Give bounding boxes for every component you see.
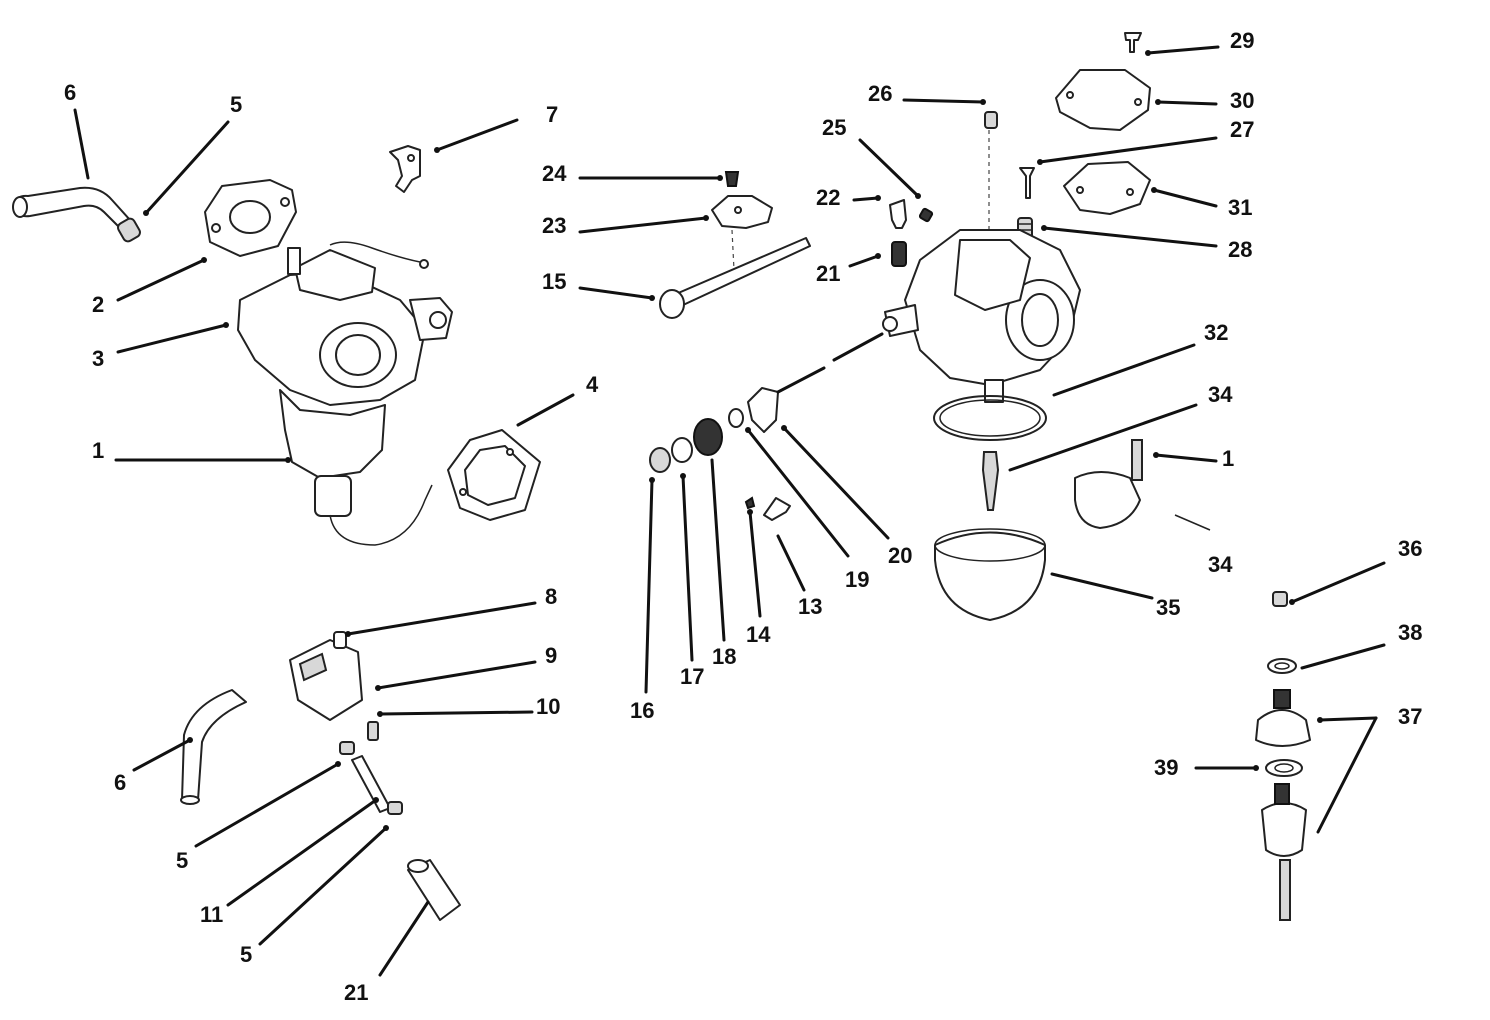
part-throttle-shaft	[659, 229, 811, 319]
callout-39: 39	[1154, 755, 1178, 780]
callout-21: 21	[344, 980, 368, 1005]
part-fuel-hose-upper	[12, 186, 131, 233]
leader-lines	[73, 45, 1386, 977]
callout-38: 38	[1398, 620, 1422, 645]
part-screw-24	[724, 171, 740, 187]
part-float-pin-34	[981, 451, 1000, 511]
callout-2: 2	[92, 292, 104, 317]
callout-20: 20	[888, 543, 912, 568]
callout-13: 13	[798, 594, 822, 619]
part-clip-13	[763, 497, 791, 521]
callout-5: 5	[176, 848, 188, 873]
callout-34: 34	[1208, 382, 1233, 407]
part-fuel-hose-lower	[180, 689, 247, 805]
part-bracket	[389, 145, 421, 193]
part-nut-25	[918, 207, 934, 223]
callout-17: 17	[680, 664, 704, 689]
part-bowl-gasket	[447, 429, 541, 521]
part-fitting-20	[747, 387, 779, 433]
part-fuel-pump	[289, 631, 379, 741]
callout-9: 9	[545, 643, 557, 668]
part-washer-19	[728, 408, 744, 428]
part-cap-16	[649, 447, 671, 473]
callout-1: 1	[92, 438, 104, 463]
callout-29: 29	[1230, 28, 1254, 53]
callout-26: 26	[868, 81, 892, 106]
callout-14: 14	[746, 622, 771, 647]
callout-5: 5	[230, 92, 242, 117]
callout-32: 32	[1204, 320, 1228, 345]
part-float-right	[1074, 439, 1211, 531]
part-clamps-lower	[339, 741, 403, 815]
callout-7: 7	[546, 102, 558, 127]
part-cover-30	[1055, 69, 1151, 131]
part-choke-plate	[711, 195, 773, 229]
callout-21: 21	[816, 261, 840, 286]
callout-1: 1	[1222, 446, 1234, 471]
part-fuel-filter-21	[407, 859, 461, 921]
callout-22: 22	[816, 185, 840, 210]
part-needle-screw-22	[889, 199, 907, 229]
part-screw-27	[1019, 167, 1035, 199]
part-float-bowl-35	[934, 528, 1046, 621]
part-screen-18	[693, 418, 723, 456]
part-carburetor-assembly-left	[237, 241, 453, 546]
part-solenoid-assembly	[1255, 591, 1311, 921]
callout-31: 31	[1228, 195, 1252, 220]
part-spring-21-upper	[891, 241, 907, 267]
part-screw-26	[984, 111, 998, 129]
callout-8: 8	[545, 584, 557, 609]
callout-23: 23	[542, 213, 566, 238]
callout-numbers: 6 5 7 2 3 1 4 24 23 15 26 25 22 21 29 30…	[64, 28, 1422, 1005]
callout-16: 16	[630, 698, 654, 723]
callout-18: 18	[712, 644, 736, 669]
callout-3: 3	[92, 346, 104, 371]
part-plate-31	[1063, 161, 1151, 215]
part-o-ring-32	[933, 395, 1047, 441]
callout-36: 36	[1398, 536, 1422, 561]
callout-34: 34	[1208, 552, 1233, 577]
callout-37: 37	[1398, 704, 1422, 729]
callout-35: 35	[1156, 595, 1180, 620]
callout-25: 25	[822, 115, 846, 140]
part-hose-clamp-upper	[117, 217, 141, 243]
callout-24: 24	[542, 161, 567, 186]
callout-27: 27	[1230, 117, 1254, 142]
callout-6: 6	[64, 80, 76, 105]
callout-11: 11	[200, 902, 223, 927]
part-screw-29	[1124, 32, 1142, 53]
callout-6: 6	[114, 770, 126, 795]
callout-5: 5	[240, 942, 252, 967]
callout-30: 30	[1230, 88, 1254, 113]
part-pin-14	[744, 496, 756, 510]
callout-19: 19	[845, 567, 869, 592]
callout-28: 28	[1228, 237, 1252, 262]
callout-4: 4	[586, 372, 599, 397]
part-ring-17	[671, 437, 693, 463]
callout-10: 10	[536, 694, 560, 719]
part-carburetor-body-right	[882, 130, 1081, 403]
callout-15: 15	[542, 269, 566, 294]
part-gasket	[204, 179, 297, 257]
